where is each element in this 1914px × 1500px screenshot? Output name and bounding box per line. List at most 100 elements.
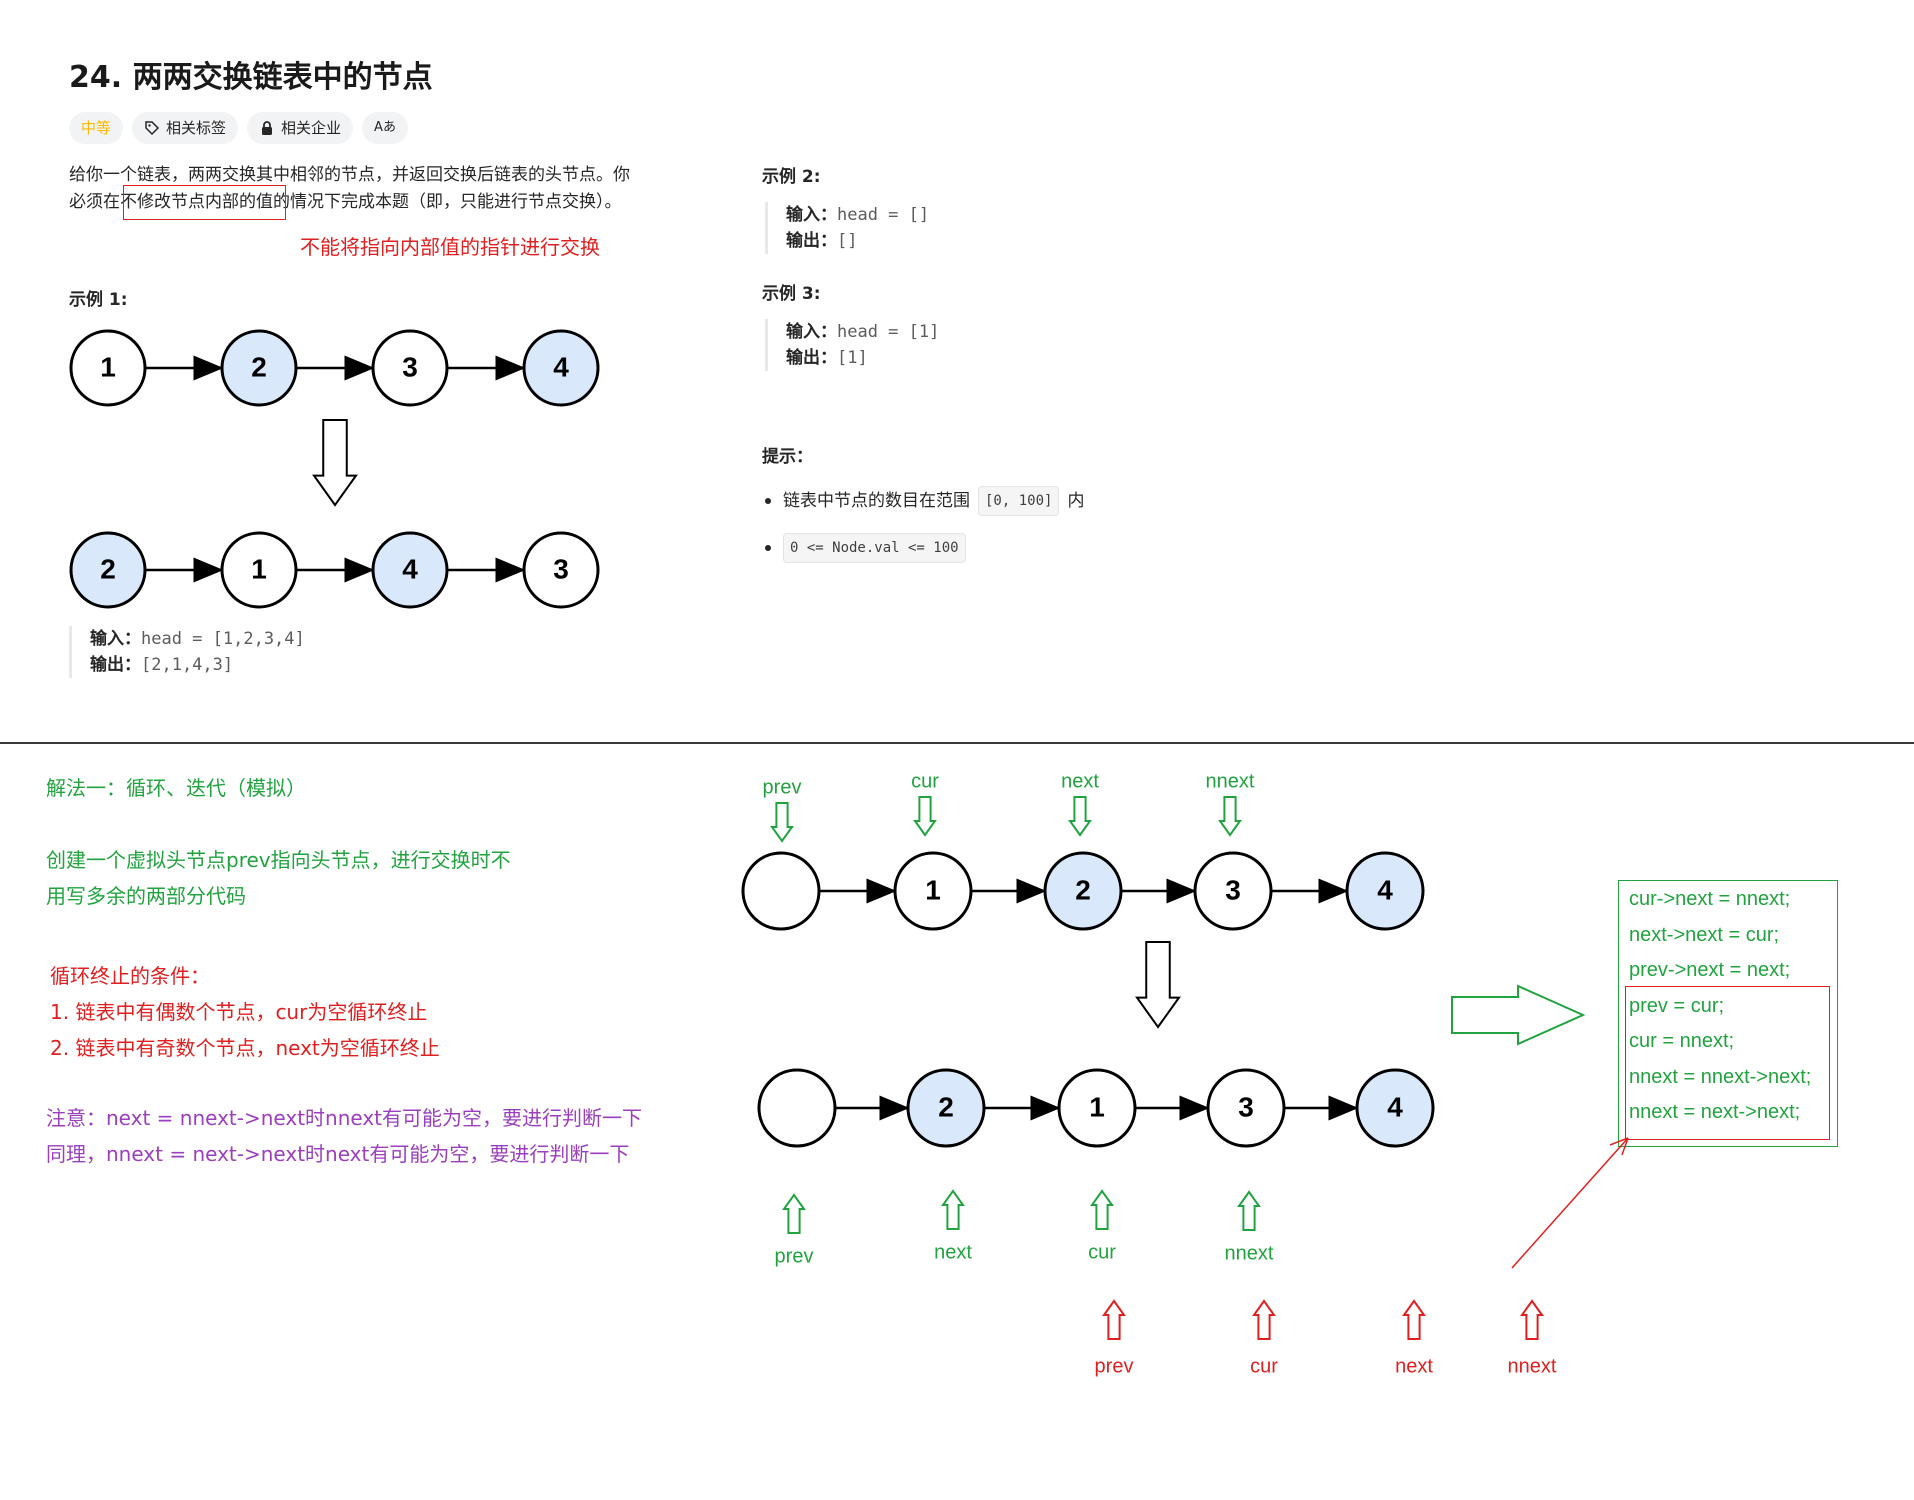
hint-1-suffix: 内 xyxy=(1067,491,1085,511)
transform-down-arrow-icon xyxy=(1135,941,1181,1029)
code-lines: cur->next = nnext; next->next = cur; pre… xyxy=(1629,888,1811,1137)
cur-green-up-arrow-icon xyxy=(1090,1189,1114,1230)
bottom-list-node-4 xyxy=(1355,1068,1435,1148)
top-label-next: next xyxy=(1061,770,1099,792)
bottom-list-node-4-label: 4 xyxy=(1387,1091,1403,1122)
example-1-input-label: 输入： xyxy=(90,629,141,649)
ex1-before-node-2-label: 3 xyxy=(402,351,418,382)
green-label-next: next xyxy=(934,1241,972,1263)
example-2-output: [] xyxy=(837,231,858,251)
condition-1: 1. 链表中有偶数个节点，cur为空循环终止 xyxy=(50,1000,428,1024)
nnext-red-up-arrow-icon xyxy=(1520,1299,1544,1340)
example-2-input-label: 输入： xyxy=(786,205,837,225)
ex1-before-node-1-label: 2 xyxy=(251,351,267,382)
section-divider xyxy=(0,742,1914,744)
condition-title: 循环终止的条件： xyxy=(50,964,210,988)
green-label-cur: cur xyxy=(1088,1241,1116,1263)
code-line-5: cur = nnext; xyxy=(1629,1030,1735,1052)
top-list-node-1 xyxy=(893,851,973,931)
dummy-note-line-1: 创建一个虚拟头节点prev指向头节点，进行交换时不 xyxy=(46,848,511,872)
ex1-transform-arrow xyxy=(312,419,358,507)
example-2-output-label: 输出： xyxy=(786,231,837,251)
hint-1-code: [0, 100] xyxy=(978,486,1060,516)
example-1-block: 输入：head = [1,2,3,4] 输出：[2,1,4,3] xyxy=(69,626,305,678)
example-3-title: 示例 3: xyxy=(762,284,821,304)
description-line-1: 给你一个链表，两两交换其中相邻的节点，并返回交换后链表的头节点。你 xyxy=(69,165,630,185)
cur-down-arrow-icon xyxy=(913,796,937,837)
top-label-nnext: nnext xyxy=(1206,770,1255,792)
example-3-input-label: 输入： xyxy=(786,322,837,342)
warning-2: 同理，nnext = next->next时next有可能为空，要进行判断一下 xyxy=(46,1142,630,1166)
problem-description: 给你一个链表，两两交换其中相邻的节点，并返回交换后链表的头节点。你 必须在不修改… xyxy=(69,162,669,216)
ex1-before-node-1 xyxy=(220,329,298,407)
bottom-list-node-2 xyxy=(1057,1068,1137,1148)
dummy-note-line-2: 用写多余的两部分代码 xyxy=(46,884,246,908)
bullet-icon xyxy=(765,545,771,551)
annotation-note: 不能将指向内部值的指针进行交换 xyxy=(300,235,600,259)
ex1-after-node-3-label: 3 xyxy=(553,553,569,584)
condition-2: 2. 链表中有奇数个节点，next为空循环终止 xyxy=(50,1036,440,1060)
red-label-cur: cur xyxy=(1250,1355,1278,1377)
example-2-title: 示例 2: xyxy=(762,167,821,187)
related-tags-label: 相关标签 xyxy=(166,119,227,137)
hint-1-text: 链表中节点的数目在范围 xyxy=(783,491,970,511)
difficulty-tag[interactable]: 中等 xyxy=(69,112,124,144)
nnext-down-arrow-icon xyxy=(1218,796,1242,837)
related-companies-button[interactable]: 相关企业 xyxy=(247,112,354,144)
code-line-1: cur->next = nnext; xyxy=(1629,888,1791,910)
code-box xyxy=(1618,880,1838,1147)
top-label-prev: prev xyxy=(763,776,802,798)
bottom-list-node-0 xyxy=(757,1068,837,1148)
ex1-after-node-1-label: 1 xyxy=(251,553,267,584)
tag-bar: 中等 相关标签 相关企业 Aあ xyxy=(69,112,408,144)
related-tags-button[interactable]: 相关标签 xyxy=(132,112,239,144)
ex1-after-node-3 xyxy=(522,531,600,609)
method-title: 解法一：循环、迭代（模拟） xyxy=(46,776,306,800)
right-arrow-icon xyxy=(1451,984,1586,1046)
code-line-6: nnext = nnext->next; xyxy=(1629,1065,1812,1088)
translate-icon: Aあ xyxy=(374,120,396,135)
code-line-2: next->next = cur; xyxy=(1629,923,1780,946)
highlight-box xyxy=(123,185,286,220)
code-highlight-box xyxy=(1625,986,1830,1140)
top-list-node-4-label: 4 xyxy=(1377,874,1393,905)
description-line-2: 必须在不修改节点内部的值的情况下完成本题（即，只能进行节点交换）。 xyxy=(69,192,622,212)
next-down-arrow-icon xyxy=(1068,796,1092,837)
nnext-green-up-arrow-icon xyxy=(1237,1190,1261,1231)
cur-red-up-arrow-icon xyxy=(1252,1299,1276,1340)
translate-button[interactable]: Aあ xyxy=(362,112,408,144)
red-label-nnext: nnext xyxy=(1508,1355,1557,1377)
lock-icon xyxy=(262,121,273,135)
top-list-node-2-label: 2 xyxy=(1075,874,1091,905)
problem-title: 24. 两两交换链表中的节点 xyxy=(69,60,433,95)
top-list-node-1-label: 1 xyxy=(925,874,941,905)
example-3-output-label: 输出： xyxy=(786,348,837,368)
red-label-prev: prev xyxy=(1095,1355,1134,1377)
bottom-list-node-2-label: 1 xyxy=(1089,1091,1105,1122)
ex1-after-node-2-label: 4 xyxy=(402,553,418,584)
hint-item: 0 <= Node.val <= 100 xyxy=(765,533,1084,563)
example-2-input: head = [] xyxy=(837,205,930,225)
bottom-list-node-1 xyxy=(906,1068,986,1148)
red-label-next: next xyxy=(1395,1355,1433,1377)
bottom-list-node-1-label: 2 xyxy=(938,1091,954,1122)
green-label-nnext: nnext xyxy=(1225,1242,1274,1264)
related-companies-label: 相关企业 xyxy=(281,119,342,137)
example-3-block: 输入：head = [1] 输出：[1] xyxy=(765,319,939,371)
next-red-up-arrow-icon xyxy=(1402,1299,1426,1340)
example-3-input: head = [1] xyxy=(837,322,940,342)
ex1-after-node-2 xyxy=(371,531,449,609)
example-1-input: head = [1,2,3,4] xyxy=(141,629,305,649)
red-pointer-line xyxy=(1511,1137,1629,1269)
ex1-after-node-0-label: 2 xyxy=(100,553,116,584)
prev-red-up-arrow-icon xyxy=(1102,1299,1126,1340)
green-label-prev: prev xyxy=(775,1245,814,1267)
ex1-after-node-1 xyxy=(220,531,298,609)
hints-list: 链表中节点的数目在范围 [0, 100] 内 0 <= Node.val <= … xyxy=(765,486,1084,580)
top-list-node-3-label: 3 xyxy=(1225,874,1241,905)
ex1-after-node-0 xyxy=(69,531,147,609)
ex1-before-node-2 xyxy=(371,329,449,407)
ex1-before-node-0 xyxy=(69,329,147,407)
example-2-block: 输入：head = [] 输出：[] xyxy=(765,202,929,254)
